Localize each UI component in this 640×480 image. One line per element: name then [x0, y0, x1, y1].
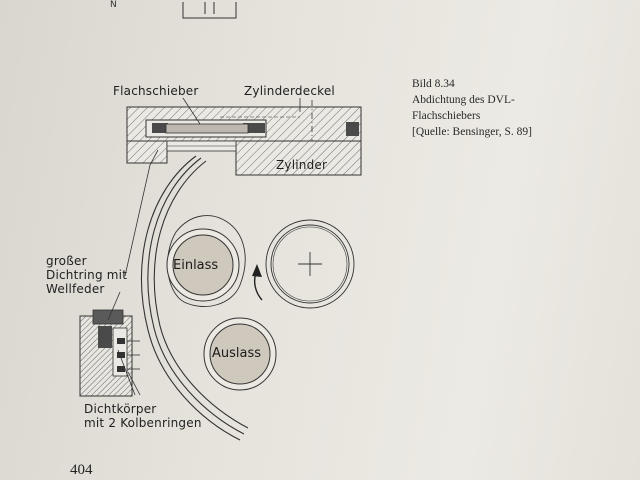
rotation-arrow-icon [252, 264, 263, 301]
leader-lines-left [107, 149, 159, 396]
label-dichtring-line2: Dichtring mit [46, 268, 128, 282]
label-einlass: Einlass [173, 258, 219, 273]
label-dichtring-line1: großer [46, 254, 87, 268]
top-fragment [182, 2, 237, 19]
caption-source: [Quelle: Bensinger, S. 89] [412, 126, 532, 138]
cylinder-bore [265, 219, 355, 309]
label-dichtkoerper-line2: mit 2 Kolbenringen [84, 416, 202, 430]
seal-body-detail [79, 309, 140, 397]
outlet-port [203, 317, 277, 391]
cylinder-block [126, 140, 362, 176]
cylinder-wall [140, 155, 249, 441]
label-flachschieber: Flachschieber [113, 84, 199, 98]
caption-figure-number: Bild 8.34 [412, 78, 455, 90]
slider-contour [167, 215, 246, 307]
caption-title-line1: Abdichtung des DVL- [412, 94, 515, 106]
page-number: 404 [70, 462, 93, 478]
label-auslass: Auslass [212, 346, 262, 361]
figure-caption: Bild 8.34 Abdichtung des DVL- Flachschie… [412, 76, 612, 140]
label-zylinderdeckel: Zylinderdeckel [244, 84, 335, 98]
label-dichtring-line3: Wellfeder [46, 282, 105, 296]
label-dichtkoerper-line1: Dichtkörper [84, 402, 157, 416]
caption-title-line2: Flachschiebers [412, 110, 481, 122]
top-fragment-text: N [110, 0, 117, 10]
label-zylinder: Zylinder [276, 158, 328, 172]
inlet-port [166, 228, 240, 302]
leader-lines-top [182, 97, 301, 125]
cylinder-cover [126, 100, 362, 150]
